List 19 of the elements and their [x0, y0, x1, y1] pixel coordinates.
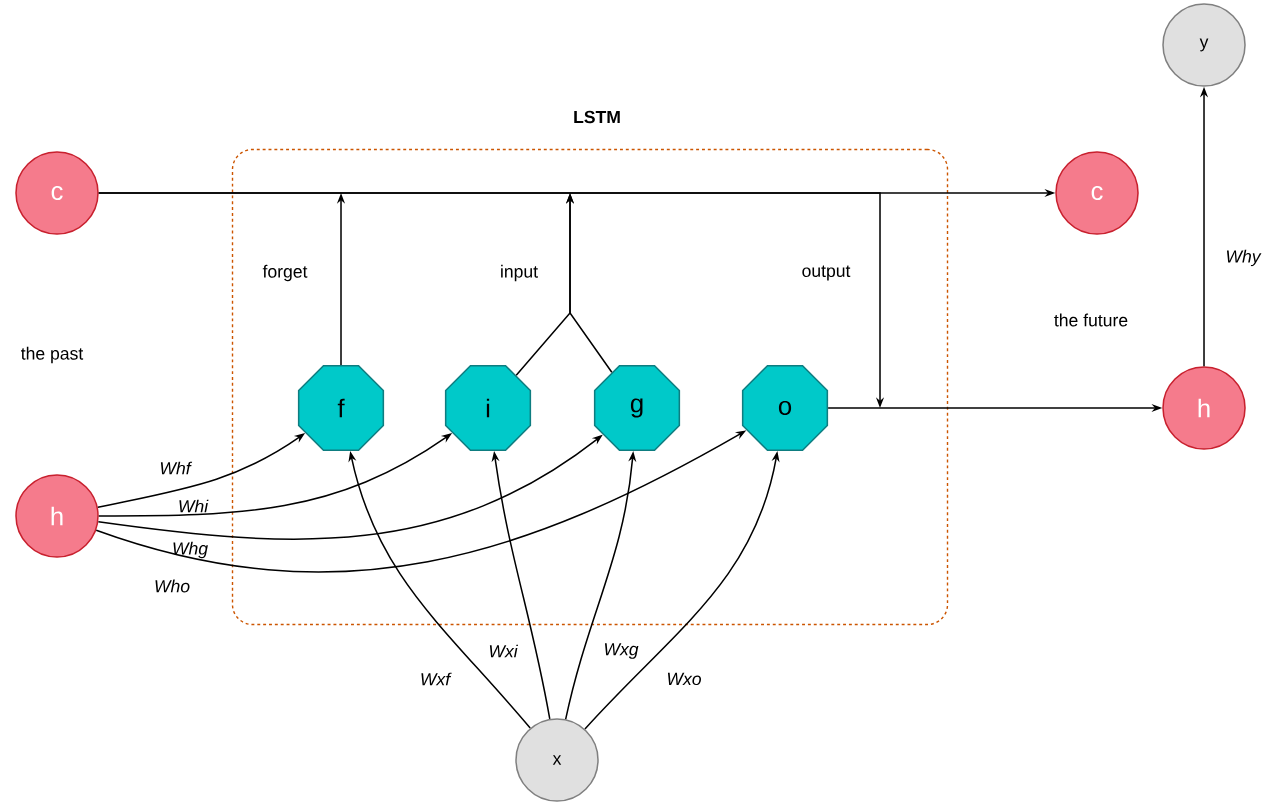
edge-label: Who: [155, 579, 190, 593]
gate-octagon: f: [297, 364, 385, 452]
gate-octagon: g: [593, 364, 681, 452]
edge-label: Wxo: [667, 672, 701, 686]
node-label: LSTM: [574, 110, 620, 124]
edge-label: Whi: [179, 499, 209, 513]
note-text: the future: [1054, 313, 1128, 327]
edge-label: Wxi: [489, 644, 519, 658]
edge-label: Wxf: [421, 672, 452, 686]
edge-label: forget: [262, 264, 308, 282]
gate-octagon: o: [741, 364, 829, 452]
edge-label: Whf: [160, 461, 193, 475]
edge-label: Whg: [173, 541, 208, 559]
note-text: the past: [21, 346, 84, 364]
edge-label: Wxg: [604, 643, 639, 659]
edge-label: output: [802, 265, 851, 281]
edge-label: input: [501, 264, 538, 282]
gate-octagon: i: [444, 364, 532, 452]
edge-label: Why: [1226, 249, 1262, 267]
